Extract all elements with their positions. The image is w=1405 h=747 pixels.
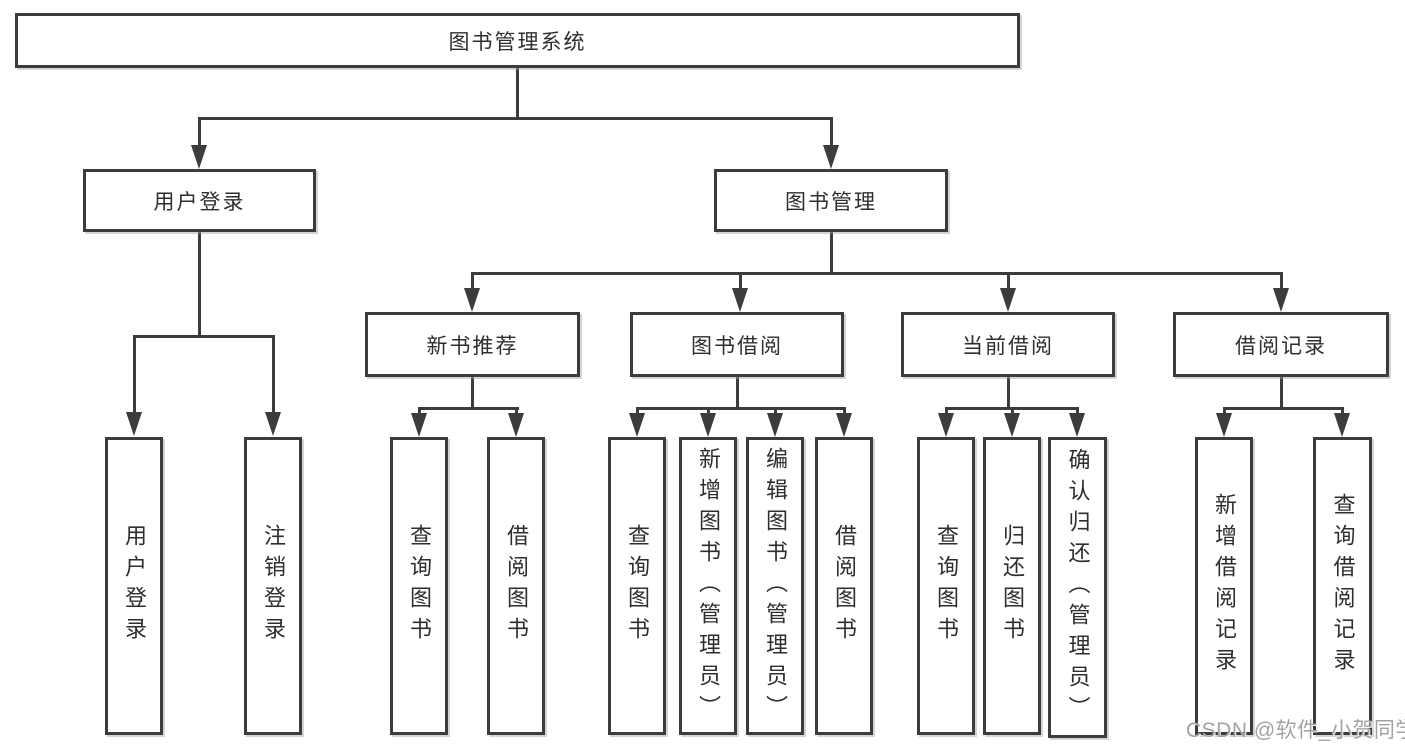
arrow-into-leaf-add-record	[1216, 413, 1232, 437]
leaf-return-books-label: 归还图书	[1000, 524, 1025, 648]
leaf-query-books-3-label: 查询图书	[934, 524, 959, 648]
leaf-borrow-books-2: 借阅图书	[815, 437, 873, 735]
connector-leaf-shaft	[515, 407, 518, 417]
leaf-query-books-2-label: 查询图书	[625, 524, 650, 648]
arrow-into-leaf-borrow-books-1	[508, 413, 524, 437]
connector-leaf-shaft	[707, 407, 710, 417]
connector-leaf-shaft	[843, 407, 846, 417]
arrow-into-leaf-login	[126, 412, 142, 436]
node-root-label: 图书管理系统	[448, 30, 587, 54]
arrow-into-new-book	[464, 288, 480, 312]
arrow-into-current-borrow	[1000, 288, 1016, 312]
arrow-into-leaf-logout	[265, 412, 281, 436]
arrow-into-leaf-borrow-books-2	[836, 413, 852, 437]
leaf-confirm-return-admin-label: 确认归还（管理员）	[1065, 448, 1091, 727]
node-user-login: 用户登录	[83, 169, 316, 232]
node-current-borrow-label: 当前借阅	[962, 334, 1054, 358]
arrow-into-leaf-query-record	[1334, 413, 1350, 437]
connector-borrowrecord-bar	[1223, 407, 1344, 410]
connector-leaf-shaft	[774, 407, 777, 417]
arrow-into-borrow-record	[1273, 288, 1289, 312]
arrow-into-leaf-add-books	[700, 413, 716, 437]
leaf-add-books-admin: 新增图书（管理员）	[679, 437, 737, 735]
node-book-borrow-label: 图书借阅	[691, 334, 783, 358]
connector-leaf-shaft	[1223, 407, 1226, 417]
connector-leaf-shaft	[1076, 407, 1079, 417]
leaf-edit-books-admin-label: 编辑图书（管理员）	[763, 446, 788, 726]
arrow-into-leaf-return-books	[1004, 413, 1020, 437]
connector-leaf-shaft	[1341, 407, 1344, 417]
connector-currentborrow-shaft	[1007, 272, 1010, 292]
leaf-borrow-books-2-label: 借阅图书	[832, 524, 857, 648]
node-user-login-label: 用户登录	[153, 190, 246, 214]
leaf-query-borrow-record: 查询借阅记录	[1313, 437, 1372, 735]
leaf-query-books-3: 查询图书	[917, 437, 975, 735]
connector-leaf-logout-shaft	[272, 335, 275, 415]
connector-newbook-shaft	[471, 272, 474, 292]
connector-leaf-shaft	[418, 407, 421, 417]
arrow-into-book-borrow	[732, 288, 748, 312]
leaf-query-books-1-label: 查询图书	[407, 524, 432, 648]
connector-leaf-shaft	[636, 407, 639, 417]
leaf-borrow-books-1: 借阅图书	[487, 437, 545, 735]
connector-leaf-shaft	[1011, 407, 1014, 417]
leaf-add-borrow-record-label: 新增借阅记录	[1212, 493, 1237, 679]
leaf-add-books-admin-label: 新增图书（管理员）	[696, 446, 721, 726]
csdn-watermark: CSDN @软件_小贺同学	[1186, 719, 1405, 742]
connector-bookmgmt-stem	[830, 232, 833, 275]
connector-userlogin-bar	[133, 335, 275, 338]
leaf-query-books-1: 查询图书	[390, 437, 448, 735]
node-new-book-recommend: 新书推荐	[365, 312, 580, 377]
arrow-into-leaf-confirm-return	[1069, 413, 1085, 437]
leaf-query-borrow-record-label: 查询借阅记录	[1330, 493, 1356, 679]
leaf-logout: 注销登录	[244, 437, 302, 735]
node-current-borrow: 当前借阅	[901, 312, 1115, 377]
connector-bookborrow-shaft	[739, 272, 742, 292]
node-root: 图书管理系统	[15, 13, 1020, 68]
connector-level3-bar	[471, 272, 1283, 275]
leaf-logout-label: 注销登录	[261, 524, 286, 648]
node-borrow-record-label: 借阅记录	[1235, 334, 1327, 358]
connector-userlogin-shaft	[198, 117, 201, 147]
connector-level2-bar	[198, 117, 833, 120]
node-new-book-label: 新书推荐	[426, 334, 519, 358]
connector-bookborrow-stem	[736, 377, 739, 410]
connector-leaf-login-shaft	[133, 335, 136, 415]
arrow-into-leaf-query-books-1	[411, 413, 427, 437]
connector-borrowrecord-shaft	[1280, 272, 1283, 292]
node-book-mgmt: 图书管理	[714, 169, 948, 232]
arrow-into-book-mgmt	[823, 145, 839, 169]
arrow-into-user-login	[191, 145, 207, 169]
arrow-into-leaf-query-books-2	[629, 413, 645, 437]
node-borrow-record: 借阅记录	[1173, 312, 1389, 377]
leaf-add-borrow-record: 新增借阅记录	[1195, 437, 1253, 735]
connector-borrowrecord-stem	[1280, 377, 1283, 410]
node-book-mgmt-label: 图书管理	[785, 190, 877, 214]
connector-root-stem	[516, 68, 519, 120]
connector-bookborrow-bar	[636, 407, 846, 410]
arrow-into-leaf-edit-books	[767, 413, 783, 437]
connector-newbook-bar	[418, 407, 519, 410]
leaf-confirm-return-admin: 确认归还（管理员）	[1048, 437, 1107, 738]
arrow-into-leaf-query-books-3	[938, 413, 954, 437]
leaf-borrow-books-1-label: 借阅图书	[504, 524, 529, 648]
node-book-borrow: 图书借阅	[630, 312, 844, 377]
connector-bookmgmt-shaft	[830, 117, 833, 147]
connector-newbook-stem	[471, 377, 474, 410]
connector-currentborrow-stem	[1007, 377, 1010, 410]
leaf-user-login: 用户登录	[105, 437, 163, 735]
connector-leaf-shaft	[945, 407, 948, 417]
leaf-edit-books-admin: 编辑图书（管理员）	[746, 437, 804, 735]
connector-userlogin-stem	[198, 232, 201, 338]
leaf-user-login-label: 用户登录	[122, 524, 147, 648]
leaf-query-books-2: 查询图书	[608, 437, 666, 735]
leaf-return-books: 归还图书	[983, 437, 1041, 735]
